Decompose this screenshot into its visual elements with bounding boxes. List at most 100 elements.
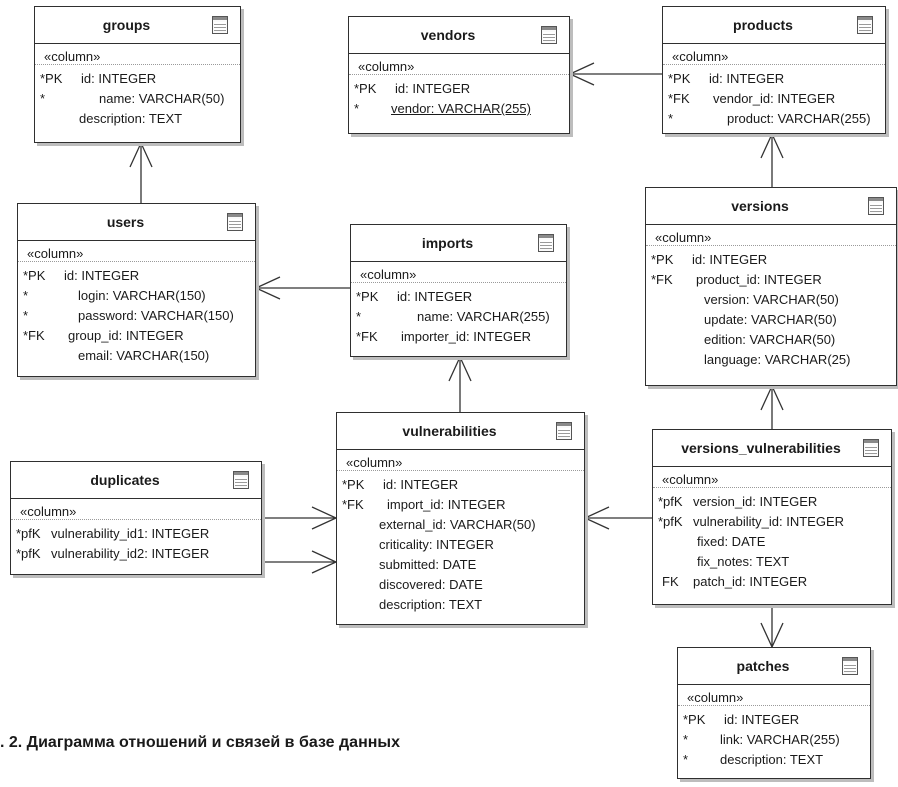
table-icon [863, 439, 879, 457]
entity-name: versions_vulnerabilities [681, 440, 841, 456]
column-flag: *PK [342, 477, 365, 492]
column-text: vendor: VARCHAR(255) [391, 101, 531, 116]
table-icon [233, 471, 249, 489]
column-text: id: INTEGER [81, 71, 157, 86]
table-icon [868, 197, 884, 215]
table-icon [541, 26, 557, 44]
entity-name: products [733, 17, 793, 33]
column-row: language: VARCHAR(25) [646, 350, 896, 370]
column-text: group_id: INTEGER [68, 328, 184, 343]
column-text: id: INTEGER [64, 268, 140, 283]
column-flag: *FK [23, 328, 45, 343]
column-text: fixed: DATE [697, 534, 766, 549]
column-flag: *FK [342, 497, 364, 512]
column-row: *login: VARCHAR(150) [18, 286, 255, 306]
column-row: fix_notes: TEXT [653, 552, 891, 572]
stereotype-label: «column» [337, 456, 584, 471]
column-row: update: VARCHAR(50) [646, 310, 896, 330]
column-row: version: VARCHAR(50) [646, 290, 896, 310]
column-flag: *pfK [16, 546, 41, 561]
column-flag: *FK [668, 91, 690, 106]
entity-header: products [663, 7, 885, 44]
entity-name: groups [102, 17, 151, 33]
relationship-imports-users [254, 276, 350, 300]
column-flag: *FK [651, 272, 673, 287]
relationship-duplicates-vulnerabilities-2 [262, 550, 338, 574]
column-row: discovered: DATE [337, 575, 584, 595]
table-icon [556, 422, 572, 440]
column-row: *vendor: VARCHAR(255) [349, 99, 569, 119]
table-icon [842, 657, 858, 675]
column-text: description: TEXT [720, 752, 824, 767]
column-flag: * [40, 91, 46, 106]
column-flag: *FK [356, 329, 378, 344]
column-row: external_id: VARCHAR(50) [337, 515, 584, 535]
column-flag: * [683, 752, 689, 767]
relationship-vv-vulnerabilities [583, 506, 652, 530]
column-text: importer_id: INTEGER [401, 329, 532, 344]
column-row: *link: VARCHAR(255) [678, 730, 870, 750]
column-flag: *PK [23, 268, 46, 283]
table-icon [212, 16, 228, 34]
column-flag: *PK [40, 71, 63, 86]
column-flag: *pfK [658, 494, 683, 509]
stereotype-label: «column» [646, 231, 896, 246]
column-text: discovered: DATE [379, 577, 483, 592]
column-row: fixed: DATE [653, 532, 891, 552]
column-row: *PK id: INTEGER [35, 69, 240, 89]
relationship-vv-versions [760, 384, 784, 429]
column-row: *FK importer_id: INTEGER [351, 327, 566, 347]
column-text: id: INTEGER [395, 81, 471, 96]
column-row: *PK id: INTEGER [18, 266, 255, 286]
column-flag: * [23, 308, 29, 323]
table-icon [227, 213, 243, 231]
column-text: name: VARCHAR(255) [417, 309, 550, 324]
entity-header: users [18, 204, 255, 241]
column-text: fix_notes: TEXT [697, 554, 790, 569]
column-text: link: VARCHAR(255) [720, 732, 840, 747]
column-row: *FK product_id: INTEGER [646, 270, 896, 290]
stereotype-label: «column» [351, 268, 566, 283]
entity-name: patches [736, 658, 790, 674]
entity-header: versions_vulnerabilities [653, 430, 891, 467]
table-icon [538, 234, 554, 252]
column-text: id: INTEGER [709, 71, 785, 86]
column-flag: * [668, 111, 674, 126]
entity-name: duplicates [90, 472, 160, 488]
table-icon [857, 16, 873, 34]
entity-name: imports [421, 235, 474, 251]
relationship-users-groups [129, 141, 153, 203]
entity-name: users [106, 214, 145, 230]
column-row: * description: TEXT [678, 750, 870, 770]
entity-header: vulnerabilities [337, 413, 584, 450]
column-flag: * [23, 288, 29, 303]
column-row: email: VARCHAR(150) [18, 346, 255, 366]
column-text: description: TEXT [379, 597, 483, 612]
entity-header: patches [678, 648, 870, 685]
stereotype-label: «column» [11, 505, 261, 520]
column-text: product_id: INTEGER [696, 272, 822, 287]
